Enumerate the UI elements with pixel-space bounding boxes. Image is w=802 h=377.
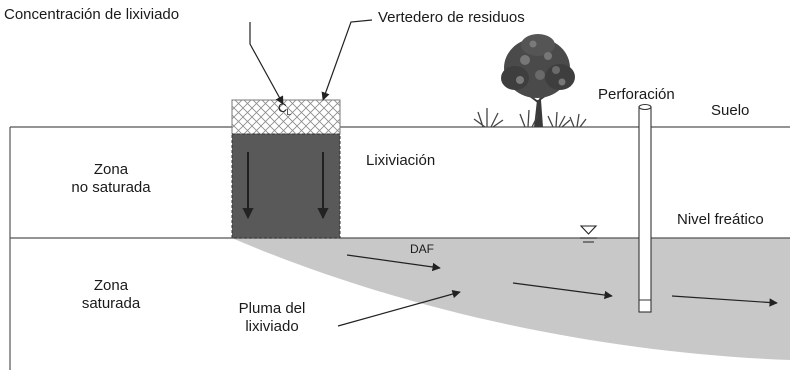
plume-pointer xyxy=(337,289,461,327)
water-table-label: Nivel freático xyxy=(677,211,764,228)
unsaturated-zone-line-2: no saturada xyxy=(71,179,151,196)
grass-icon xyxy=(473,108,587,128)
landfill-label: Vertedero de residuos xyxy=(378,9,525,26)
saturated-zone-label: Zona saturada xyxy=(36,277,186,313)
landfill-pointer xyxy=(321,19,373,101)
landfill-body xyxy=(231,133,341,239)
plume-label: Pluma del lixiviado xyxy=(217,300,327,336)
water-table-symbol xyxy=(579,225,598,235)
borehole xyxy=(638,103,652,313)
unsaturated-zone-line-1: Zona xyxy=(93,161,129,178)
concentration-symbol-letter: C xyxy=(278,101,287,115)
ground-label: Suelo xyxy=(711,102,750,119)
concentration-symbol-subscript: L xyxy=(286,108,292,117)
flow-arrow-2 xyxy=(512,282,613,300)
plume-line-2: lixiviado xyxy=(245,318,299,335)
saturated-zone-line-1: Zona xyxy=(93,277,129,294)
flow-arrow-1 xyxy=(346,254,441,272)
concentration-symbol: CL xyxy=(278,99,291,122)
concentration-pointer xyxy=(249,22,284,105)
saturated-zone-line-2: saturada xyxy=(81,295,141,312)
borehole-label: Perforación xyxy=(598,86,675,103)
leachate-plume xyxy=(232,238,790,360)
leachate-concentration-label: Concentración de lixiviado xyxy=(4,6,180,23)
daf-label: DAF xyxy=(410,242,434,256)
plume-line-1: Pluma del xyxy=(238,300,306,317)
flow-arrow-3 xyxy=(671,295,778,307)
leaching-label: Lixiviación xyxy=(366,152,436,169)
tree-icon xyxy=(501,34,575,127)
unsaturated-zone-label: Zona no saturada xyxy=(36,161,186,197)
